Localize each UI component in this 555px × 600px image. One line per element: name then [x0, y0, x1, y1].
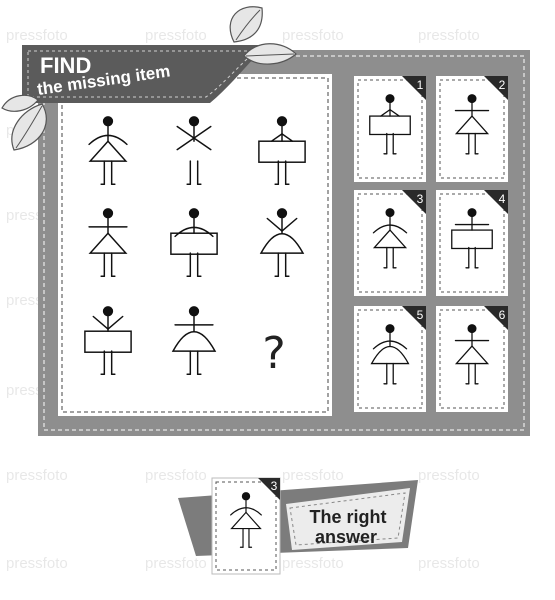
- answer-card: 3: [211, 477, 281, 575]
- watermark-text: pressfoto: [6, 27, 68, 44]
- option-card-6[interactable]: 6: [436, 306, 508, 412]
- puzzle-grid: [84, 116, 306, 375]
- option-number: 3: [417, 192, 424, 206]
- missing-item-question-mark: ?: [262, 328, 285, 379]
- watermark-text: pressfoto: [145, 555, 207, 572]
- option-card-3[interactable]: 3: [354, 190, 426, 296]
- option-figure-4: [451, 208, 493, 269]
- grid-figure-1-2: [176, 116, 212, 185]
- watermark-text: pressfoto: [6, 467, 68, 484]
- option-number: 5: [417, 308, 424, 322]
- leaf-left-icon: [1, 94, 47, 151]
- watermark-text: pressfoto: [418, 27, 480, 44]
- grid-figure-2-3: [259, 208, 305, 277]
- grid-figure-1-3: [258, 116, 306, 185]
- watermark-text: pressfoto: [145, 27, 207, 44]
- grid-figure-3-1: [84, 306, 132, 375]
- option-figure-6: [454, 324, 490, 385]
- option-figure-2: [454, 94, 490, 155]
- leaf-right-icon: [243, 43, 297, 65]
- option-card-4[interactable]: 4: [436, 190, 508, 296]
- watermark-text: pressfoto: [418, 467, 480, 484]
- option-card-1[interactable]: 1: [354, 76, 426, 182]
- option-number: 2: [499, 78, 506, 92]
- grid-figure-1-1: [88, 116, 128, 185]
- option-figure-3: [372, 208, 408, 269]
- option-number: 1: [417, 78, 424, 92]
- answer-number: 3: [271, 479, 278, 493]
- grid-figure-2-2: [170, 208, 218, 277]
- option-card-5[interactable]: 5: [354, 306, 426, 412]
- option-figure-1: [369, 94, 411, 155]
- answer-label-line2: answer: [315, 527, 377, 547]
- answer-label-line1: The right: [310, 507, 387, 527]
- answer-figure: [230, 492, 262, 548]
- watermark-text: pressfoto: [418, 555, 480, 572]
- title-line1: FIND: [40, 53, 91, 78]
- option-figure-5: [370, 324, 410, 385]
- watermark-text: pressfoto: [6, 555, 68, 572]
- watermark-text: pressfoto: [282, 27, 344, 44]
- watermark-text: pressfoto: [282, 555, 344, 572]
- grid-figure-3-2: [171, 306, 217, 375]
- option-number: 6: [499, 308, 506, 322]
- leaf-top-icon: [229, 6, 263, 43]
- watermark-text: pressfoto: [145, 467, 207, 484]
- option-card-2[interactable]: 2: [436, 76, 508, 182]
- watermark-text: pressfoto: [282, 467, 344, 484]
- grid-figure-2-1: [88, 208, 128, 277]
- option-number: 4: [499, 192, 506, 206]
- options-panel: 1 2 3 4 5 6: [354, 76, 508, 412]
